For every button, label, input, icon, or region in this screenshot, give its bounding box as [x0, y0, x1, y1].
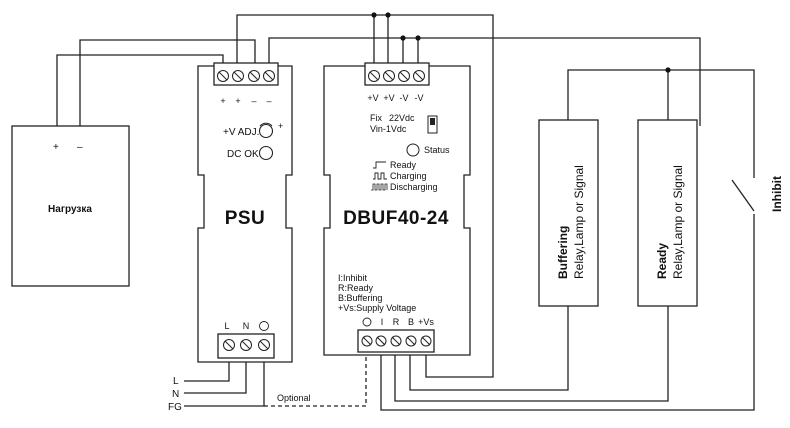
psu-top-terminal-block [213, 62, 279, 86]
psu-adj-label: +V ADJ. [223, 127, 259, 138]
dbuf-signal-label: R [393, 317, 400, 327]
buffering-sub: Relay,Lamp or Signal [572, 165, 586, 279]
dbuf-body [323, 65, 471, 356]
mains-l-label: L [173, 376, 179, 387]
dbuf-terminal-label: +V [383, 93, 394, 103]
legend-discharging: Discharging [390, 182, 438, 192]
dbuf-unit: +V +V -V -V Fix 22Vdc Vin-1Vdc Status Re… [323, 62, 471, 356]
psu-input-label: N [243, 321, 250, 331]
junction [400, 35, 406, 41]
discharging-waveform-icon [371, 183, 388, 191]
wire-buffering-bottom [409, 306, 569, 391]
psu-terminal-label: – [251, 96, 256, 106]
dbuf-terminal-label: -V [400, 93, 409, 103]
dbuf-signal-label: I [381, 317, 384, 327]
mains-fg-label: FG [168, 402, 182, 413]
wire-n [184, 356, 247, 394]
mains-n-label: N [172, 389, 179, 400]
junction [665, 67, 671, 73]
wire-vs [388, 14, 494, 378]
wire-psu-plus-top [236, 14, 388, 66]
junction [415, 35, 421, 41]
wire-load-plus [56, 54, 224, 126]
buffering-title: Buffering [556, 226, 570, 279]
ready-sub: Relay,Lamp or Signal [671, 165, 685, 279]
legend-charging: Charging [390, 171, 427, 181]
fix-label: Fix [370, 113, 382, 123]
wire-relay-common [567, 69, 755, 178]
dc-ok-led-icon [258, 145, 274, 161]
vin-label: Vin-1Vdc [370, 124, 407, 134]
status-led-icon [406, 143, 420, 157]
wire-load-minus [79, 39, 256, 126]
ready-box [637, 119, 698, 307]
dbuf-top-terminal-block [364, 62, 430, 86]
psu-title: PSU [225, 208, 266, 229]
dbuf-terminal-label: -V [415, 93, 424, 103]
buffering-box [538, 119, 599, 307]
ground-symbol-icon [259, 321, 269, 331]
charging-waveform-icon [373, 172, 387, 180]
ready-title: Ready [655, 243, 669, 279]
wire-inhibit-down [380, 214, 755, 411]
fix-value: 22Vdc [389, 113, 415, 123]
load-minus-label: – [77, 142, 83, 153]
inhibit-switch-blade [731, 179, 755, 212]
mode-switch-knob [430, 118, 435, 125]
ready-waveform-icon [373, 161, 386, 169]
note-buffering: B:Buffering [338, 293, 382, 303]
psu-terminal-label: + [235, 96, 240, 106]
psu-unit: + + – – +V ADJ. + DC OK PSU L N [197, 62, 293, 363]
junction [385, 12, 391, 18]
optional-label: Optional [277, 393, 311, 403]
potentiometer-icon[interactable] [258, 123, 274, 139]
psu-adj-plus: + [278, 121, 283, 131]
legend-ready: Ready [390, 160, 417, 170]
note-inhibit: I:Inhibit [338, 273, 368, 283]
note-supply: +Vs:Supply Voltage [338, 303, 416, 313]
load-plus-label: + [53, 142, 59, 153]
psu-dcok-label: DC OK [227, 149, 259, 160]
dbuf-ground-symbol-icon [362, 317, 372, 327]
junctions [371, 12, 671, 73]
dbuf-terminal-label: +V [367, 93, 378, 103]
status-label: Status [424, 145, 450, 155]
psu-terminal-label: + [220, 96, 225, 106]
load-box [11, 125, 130, 287]
note-ready: R:Ready [338, 283, 374, 293]
load-title: Нагрузка [48, 204, 92, 215]
wire-ready-bottom [394, 306, 669, 402]
wire-l [184, 356, 230, 382]
dbuf-signal-label: +Vs [418, 317, 434, 327]
dbuf-signal-label: B [408, 317, 414, 327]
junction [371, 12, 377, 18]
wire-optional [264, 352, 367, 407]
dbuf-title: DBUF40-24 [343, 208, 449, 229]
psu-body [197, 65, 293, 363]
psu-terminal-label: – [266, 96, 271, 106]
wire-psu-minus [268, 37, 701, 126]
inhibit-label: Inhibit [770, 176, 784, 212]
psu-input-label: L [224, 321, 229, 331]
